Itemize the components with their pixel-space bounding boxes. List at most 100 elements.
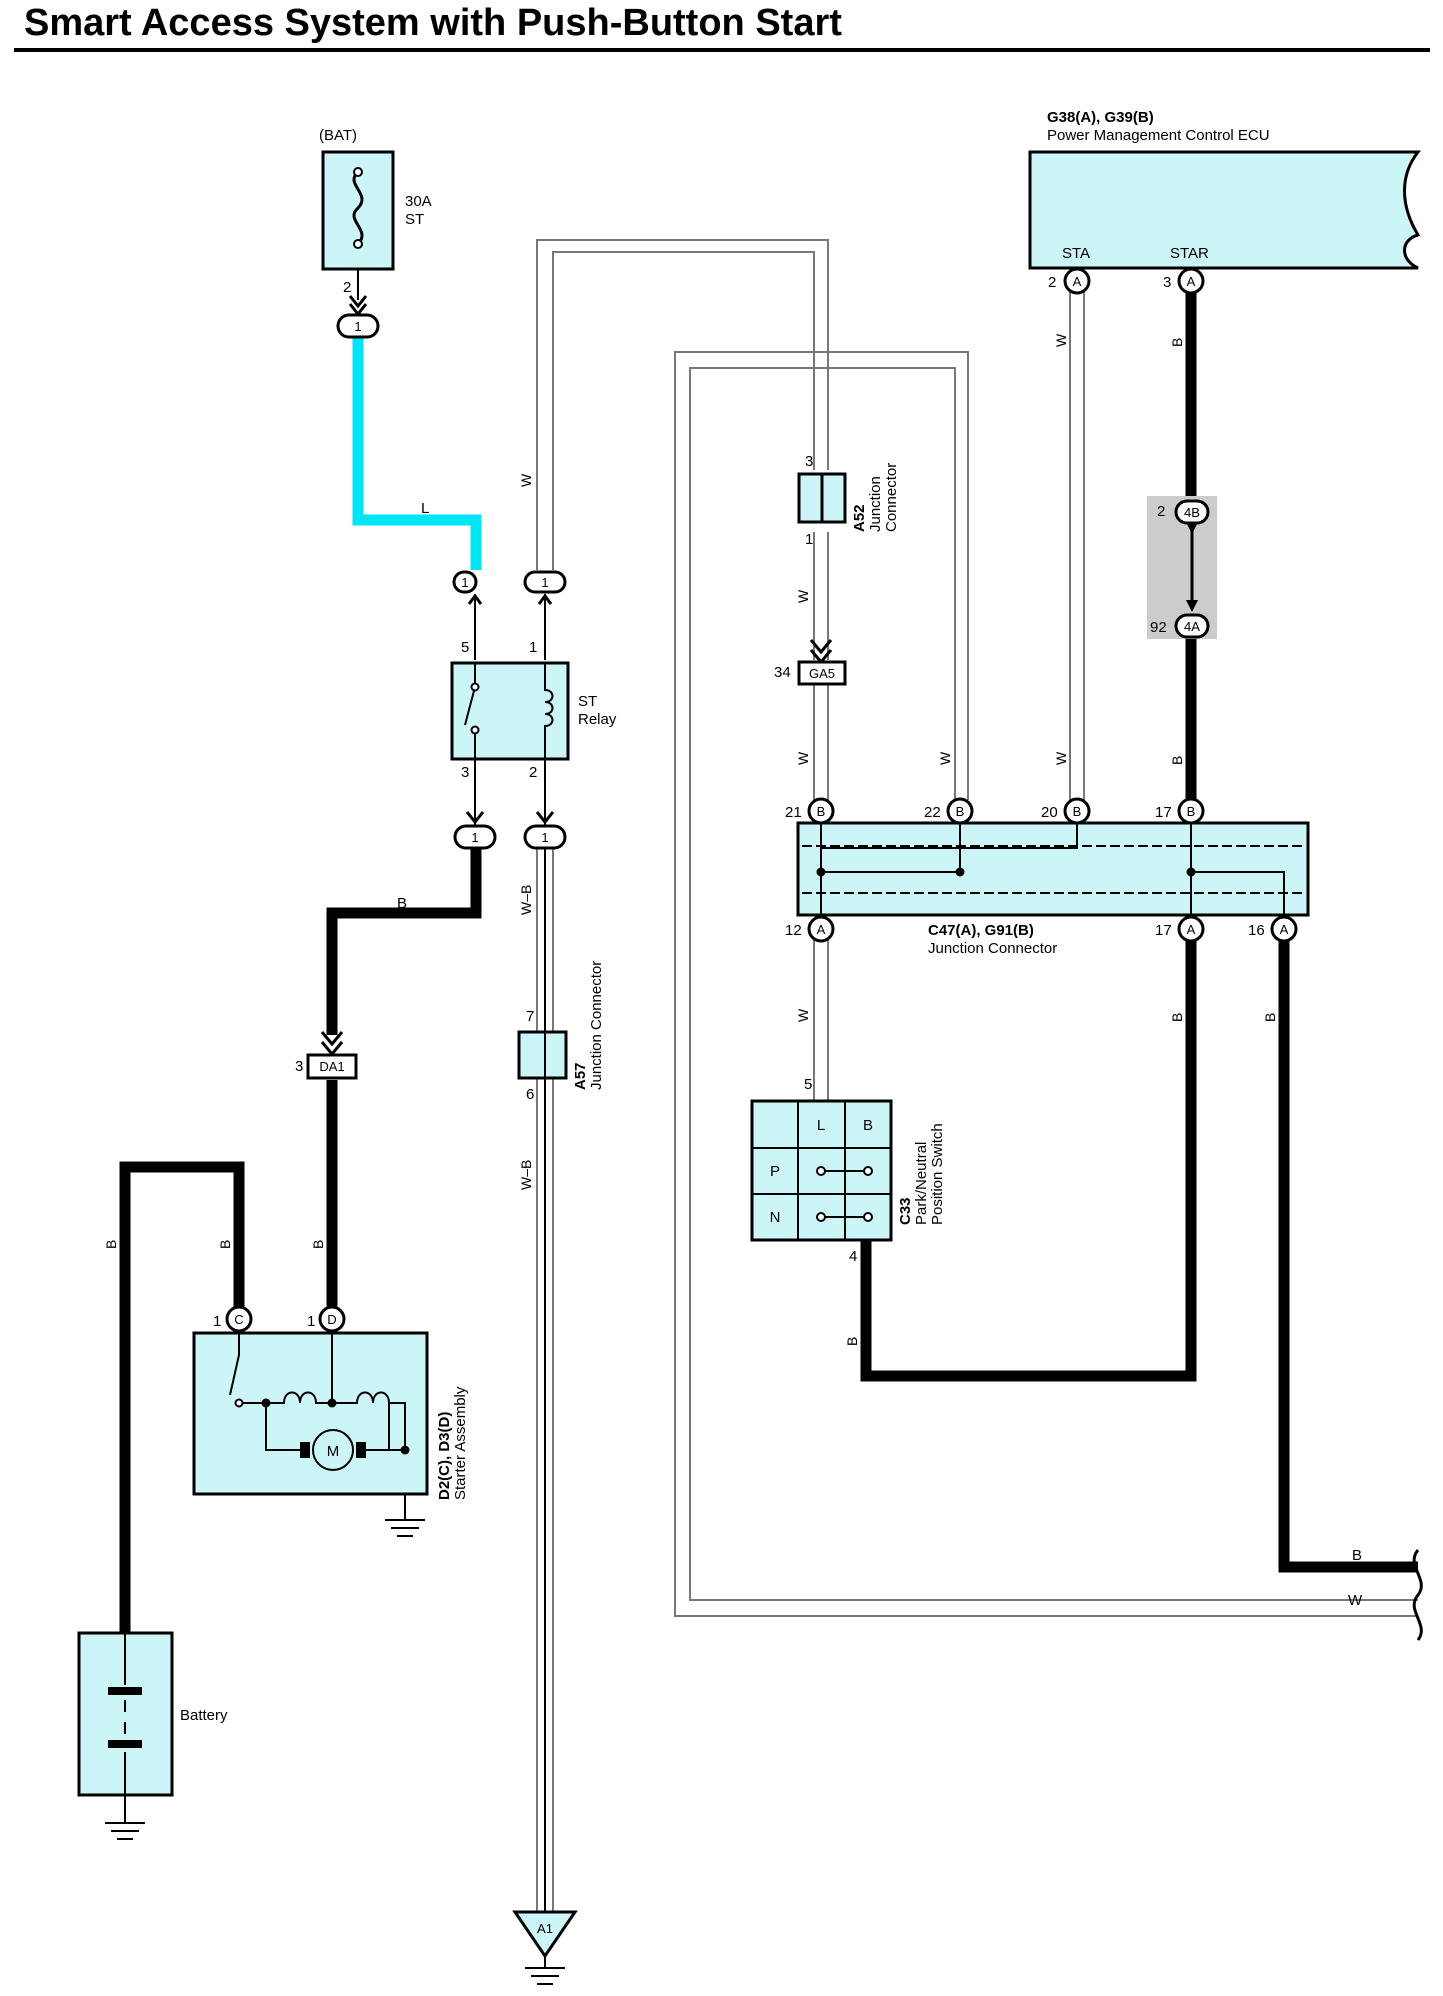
svg-text:3: 3 [295, 1058, 303, 1075]
battery: Battery [77, 1631, 228, 1840]
svg-text:2: 2 [343, 279, 351, 296]
svg-text:W: W [795, 589, 811, 603]
svg-text:A: A [817, 922, 826, 937]
svg-text:Position Switch: Position Switch [929, 1123, 946, 1225]
svg-text:2: 2 [529, 764, 537, 781]
svg-text:Battery: Battery [180, 1707, 228, 1724]
svg-text:6: 6 [526, 1086, 534, 1103]
svg-text:A1: A1 [537, 1921, 553, 1936]
junction-connector-c47-g91: 21 B 22 B 20 B 17 B 12 A 17 A 16 A C47(A… [785, 797, 1310, 957]
svg-text:Starter Assembly: Starter Assembly [452, 1386, 469, 1500]
wire-labels: L B B W W W W W W W W B B B B B B B B W–… [103, 333, 1363, 1609]
svg-text:C33: C33 [897, 1197, 914, 1225]
da1-connector: 3 DA1 [295, 1031, 358, 1080]
svg-text:B: B [1169, 338, 1185, 347]
svg-text:Junction Connector: Junction Connector [588, 961, 605, 1090]
svg-text:3: 3 [1163, 274, 1171, 291]
svg-text:5: 5 [804, 1076, 812, 1093]
svg-text:1: 1 [354, 319, 361, 334]
svg-text:G38(A), G39(B): G38(A), G39(B) [1047, 109, 1154, 126]
svg-text:7: 7 [526, 1008, 534, 1025]
svg-text:4: 4 [849, 1248, 857, 1265]
svg-text:1: 1 [805, 531, 813, 548]
svg-text:A57: A57 [572, 1062, 589, 1090]
svg-text:Junction: Junction [867, 476, 884, 532]
svg-text:ST: ST [405, 211, 424, 228]
svg-text:B: B [397, 895, 407, 912]
svg-text:B: B [1262, 1013, 1278, 1022]
svg-text:A: A [1073, 274, 1082, 289]
svg-text:B: B [863, 1117, 873, 1134]
svg-text:C: C [234, 1312, 243, 1327]
svg-text:STAR: STAR [1170, 245, 1209, 262]
svg-text:W: W [937, 751, 953, 765]
svg-text:1: 1 [307, 1313, 315, 1330]
svg-text:12: 12 [785, 922, 802, 939]
svg-text:2: 2 [1048, 274, 1056, 291]
svg-text:4B: 4B [1184, 505, 1200, 520]
svg-text:B: B [310, 1240, 326, 1249]
svg-text:1: 1 [213, 1313, 221, 1330]
st-relay: 1 1 5 1 ST Relay 3 2 1 1 [450, 570, 617, 850]
svg-text:Connector: Connector [883, 463, 900, 532]
black-wires [119, 292, 1418, 1632]
svg-text:22: 22 [924, 804, 941, 821]
svg-text:W: W [1053, 751, 1069, 765]
wire-l [352, 335, 482, 570]
svg-text:W–B: W–B [518, 1160, 534, 1190]
svg-text:B: B [103, 1240, 119, 1249]
fuse-30a-st: (BAT) 30A ST 2 1 [319, 127, 432, 339]
svg-text:30A: 30A [405, 193, 432, 210]
diagram-title: Smart Access System with Push-Button Sta… [24, 2, 842, 44]
svg-text:A52: A52 [851, 504, 868, 532]
svg-text:W–B: W–B [518, 885, 534, 915]
svg-text:W: W [1348, 1592, 1363, 1609]
svg-text:W: W [518, 473, 534, 487]
ground-a1: A1 [512, 1910, 578, 1985]
svg-text:B: B [817, 804, 826, 819]
svg-text:GA5: GA5 [809, 666, 835, 681]
svg-text:ST: ST [578, 693, 597, 710]
svg-text:N: N [770, 1209, 781, 1226]
svg-text:B: B [844, 1337, 860, 1346]
svg-text:M: M [327, 1443, 340, 1460]
svg-text:20: 20 [1041, 804, 1058, 821]
svg-text:(BAT): (BAT) [319, 127, 357, 144]
svg-text:B: B [1169, 1013, 1185, 1022]
svg-text:1: 1 [461, 575, 468, 590]
svg-text:B: B [217, 1240, 233, 1249]
white-wires [536, 239, 1418, 1912]
svg-text:B: B [956, 804, 965, 819]
svg-text:21: 21 [785, 804, 802, 821]
svg-text:B: B [1073, 804, 1082, 819]
joint-4b-4a: 2 4B 92 4A [1147, 496, 1217, 639]
svg-text:D: D [327, 1312, 336, 1327]
page-break-mark [1412, 1549, 1423, 1641]
svg-text:A: A [1187, 274, 1196, 289]
svg-text:STA: STA [1062, 245, 1090, 262]
svg-text:W: W [795, 751, 811, 765]
svg-text:A: A [1187, 922, 1196, 937]
svg-text:1: 1 [471, 830, 478, 845]
svg-text:A: A [1280, 922, 1289, 937]
svg-text:4A: 4A [1184, 619, 1200, 634]
title-rule [14, 48, 1430, 52]
svg-text:Power Management Control ECU: Power Management Control ECU [1047, 127, 1270, 144]
starter-assembly: 1 C 1 D M D2(C), D3(D) Starter Assembly [192, 1305, 469, 1537]
svg-text:1: 1 [529, 639, 537, 656]
ga5-connector: 34 GA5 [774, 639, 847, 686]
svg-text:W: W [795, 1008, 811, 1022]
svg-text:92: 92 [1150, 619, 1167, 636]
power-management-ecu: G38(A), G39(B) Power Management Control … [1028, 109, 1422, 295]
svg-text:Junction Connector: Junction Connector [928, 940, 1057, 957]
svg-text:B: B [1169, 756, 1185, 765]
svg-text:L: L [817, 1117, 825, 1134]
svg-text:3: 3 [461, 764, 469, 781]
svg-text:1: 1 [541, 830, 548, 845]
a52-junction-connector: 3 1 A52 Junction Connector [797, 453, 900, 548]
svg-text:DA1: DA1 [319, 1059, 344, 1074]
a57-junction-connector: 7 6 A57 Junction Connector [517, 961, 605, 1103]
svg-text:Park/Neutral: Park/Neutral [913, 1142, 930, 1225]
svg-text:C47(A), G91(B): C47(A), G91(B) [928, 922, 1034, 939]
